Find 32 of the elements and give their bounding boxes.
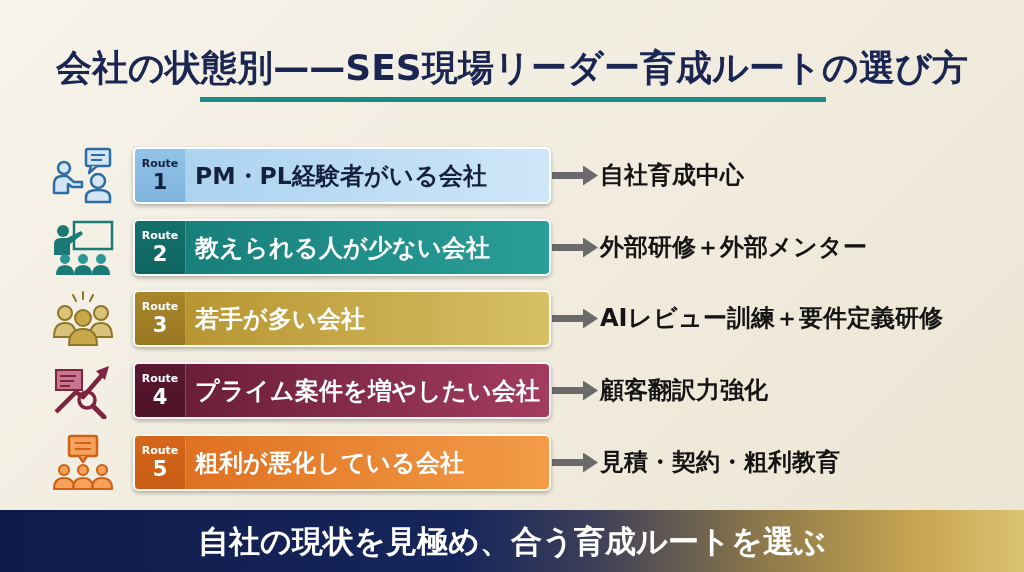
- route-label: Route: [141, 157, 179, 170]
- banner-text: 自社の現状を見極め、合う育成ルートを選ぶ: [198, 522, 826, 561]
- route-bar: [133, 362, 551, 419]
- training-route-text: 顧客翻訳力強化: [600, 373, 768, 407]
- route-label: Route: [141, 444, 179, 457]
- route-number: 5: [152, 456, 168, 481]
- training-route-text: AIレビュー訓練＋要件定義研修: [600, 301, 943, 335]
- arrow: [552, 452, 598, 473]
- route-bar: [133, 147, 551, 204]
- arrow: [552, 380, 598, 401]
- training-route-text: 外部研修＋外部メンター: [600, 230, 867, 264]
- title: 会社の状態別——SES現場リーダー育成ルートの選び方: [56, 46, 968, 90]
- condition-text: 若手が多い会社: [195, 303, 365, 335]
- arrow: [552, 165, 598, 186]
- route-label: Route: [141, 229, 179, 242]
- arrow: [552, 308, 598, 329]
- route-label: Route: [141, 372, 179, 385]
- route-number: 3: [152, 312, 168, 337]
- route-label: Route: [141, 300, 179, 313]
- route-number: 2: [152, 241, 168, 266]
- route-bar: [133, 290, 551, 347]
- route-number: 4: [152, 384, 168, 409]
- arrow: [552, 237, 598, 258]
- training-route-text: 自社育成中心: [600, 158, 744, 192]
- condition-text: プライム案件を増やしたい会社: [195, 375, 540, 407]
- training-route-text: 見積・契約・粗利教育: [600, 445, 840, 479]
- route-bar: [133, 434, 551, 491]
- condition-text: 粗利が悪化している会社: [195, 447, 464, 479]
- condition-text: 教えられる人が少ない会社: [195, 232, 490, 264]
- route-number: 1: [152, 169, 168, 194]
- route-bar: [133, 219, 551, 276]
- condition-text: PM・PL経験者がいる会社: [195, 160, 487, 192]
